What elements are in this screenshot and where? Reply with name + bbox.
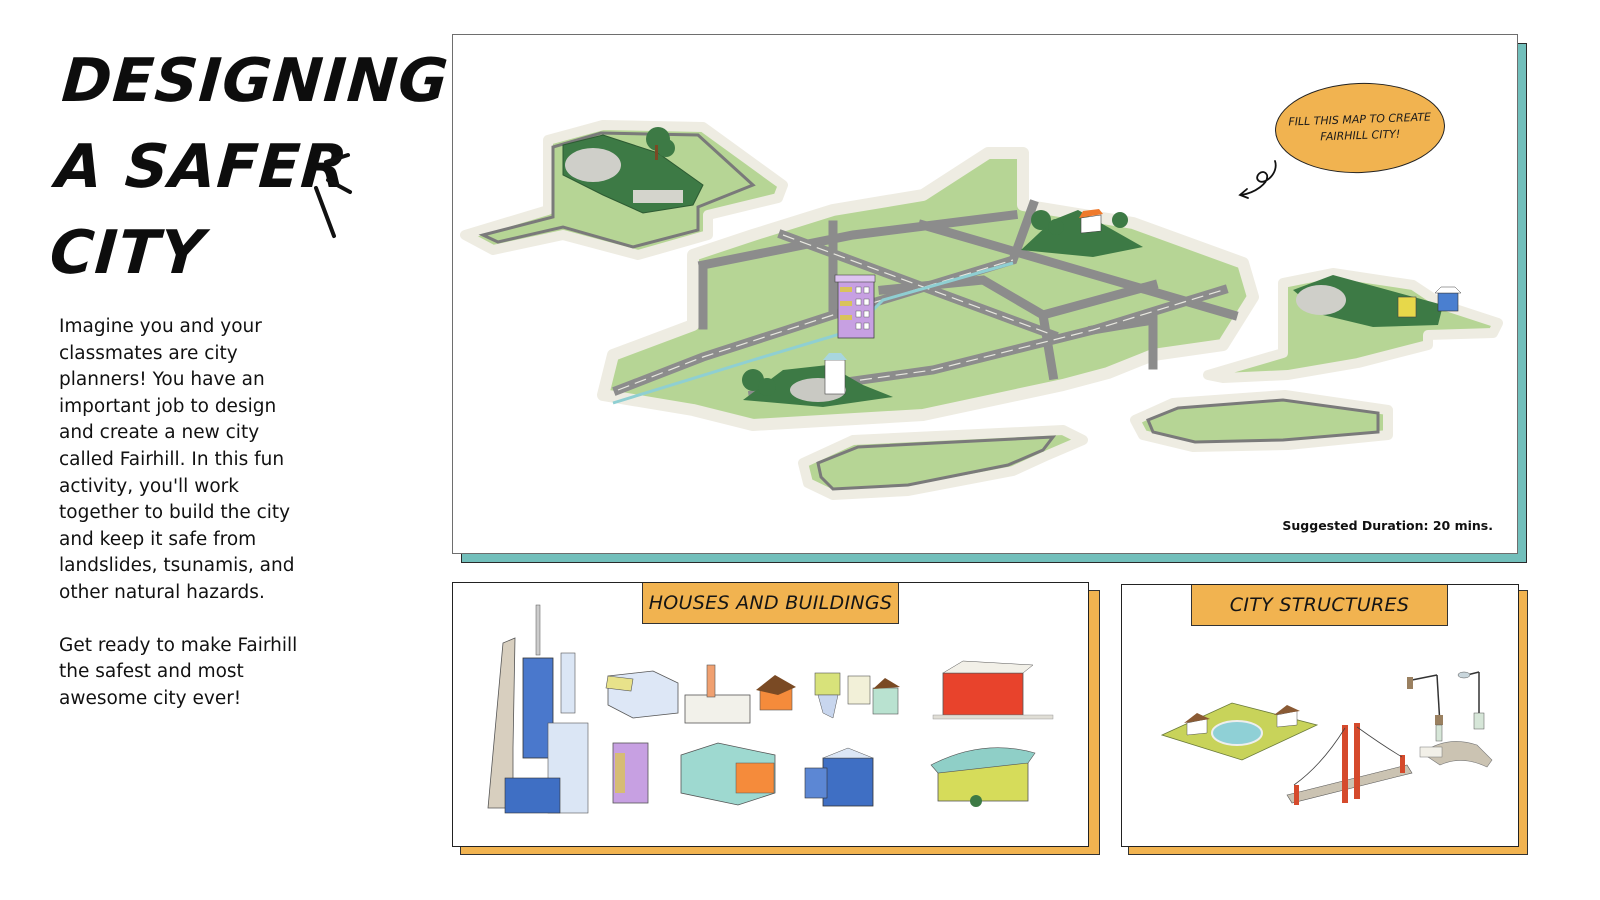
red-civic-building[interactable] <box>932 660 1054 720</box>
intro-paragraph-1: Imagine you and your classmates are city… <box>59 316 295 603</box>
hillside-houses[interactable] <box>814 672 900 719</box>
purple-apartment[interactable] <box>612 742 649 804</box>
title-line-2: A SAFER <box>53 132 351 202</box>
city-map-panel[interactable]: FILL THIS MAP TO CREATE FAIRHILL CITY! S… <box>452 34 1518 554</box>
domed-yellow-building[interactable] <box>930 747 1036 807</box>
intro-paragraph-2: Get ready to make Fairhill the safest an… <box>59 634 298 709</box>
houses-and-buildings-art <box>487 604 1054 814</box>
skyscrapers[interactable] <box>487 604 589 814</box>
blue-office-building[interactable] <box>804 747 874 807</box>
page-title: DESIGNING A SAFER CITY <box>47 38 452 296</box>
intro-text: Imagine you and your classmates are city… <box>59 314 309 712</box>
park-with-fountain[interactable] <box>1160 702 1319 761</box>
main-island <box>597 147 1259 431</box>
sale-department-store[interactable] <box>680 742 776 806</box>
suspension-bridge[interactable] <box>1286 723 1413 805</box>
sparkle-burst-icon <box>314 153 352 238</box>
title-line-1: DESIGNING <box>59 46 452 116</box>
south-island <box>798 425 1088 500</box>
small-house[interactable] <box>756 675 796 711</box>
curly-arrow-icon <box>1238 160 1277 199</box>
arched-footbridge[interactable] <box>1419 741 1493 768</box>
east-island <box>1203 268 1503 383</box>
northeast-hill-on-map <box>1021 209 1143 257</box>
houses-and-buildings-panel: HOUSES AND BUILDINGS <box>452 582 1089 847</box>
factory-building[interactable] <box>684 664 751 724</box>
suggested-duration: Suggested Duration: 20 mins. <box>1282 518 1493 533</box>
shop-building[interactable] <box>605 670 679 719</box>
traffic-light[interactable] <box>1407 674 1443 742</box>
fairhill-map[interactable] <box>453 35 1518 554</box>
southeast-island <box>1130 390 1393 452</box>
city-structures-art <box>1160 671 1493 805</box>
street-lamp[interactable] <box>1457 671 1485 730</box>
houses-and-buildings-label: HOUSES AND BUILDINGS <box>642 583 899 624</box>
city-structures-label: CITY STRUCTURES <box>1191 585 1448 626</box>
purple-apartment-on-map <box>834 274 876 339</box>
southwest-hill-on-map <box>742 353 893 407</box>
northwest-island <box>460 120 788 260</box>
city-structures-panel: CITY STRUCTURES <box>1121 584 1519 847</box>
